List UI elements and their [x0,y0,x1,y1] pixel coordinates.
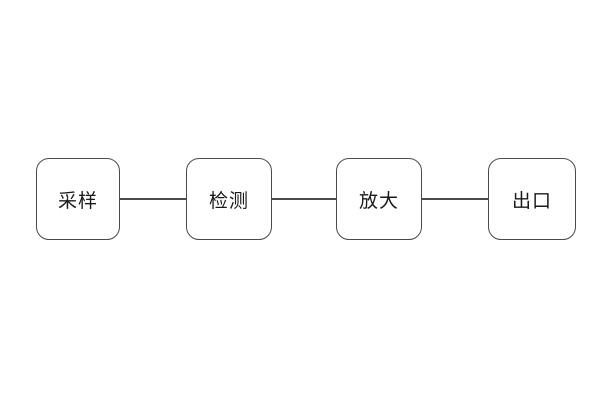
node-sampling: 采样 [36,158,120,240]
node-sampling-label: 采样 [57,190,98,212]
node-amplification-label: 放大 [358,190,399,212]
connector-sampling-detection [119,198,187,200]
connector-amplification-outlet [421,198,489,200]
node-amplification: 放大 [336,158,422,240]
node-detection: 检测 [186,158,272,240]
node-outlet: 出口 [488,158,576,240]
node-detection-label: 检测 [208,190,249,212]
connector-detection-amplification [271,198,337,200]
node-outlet-label: 出口 [511,190,552,212]
